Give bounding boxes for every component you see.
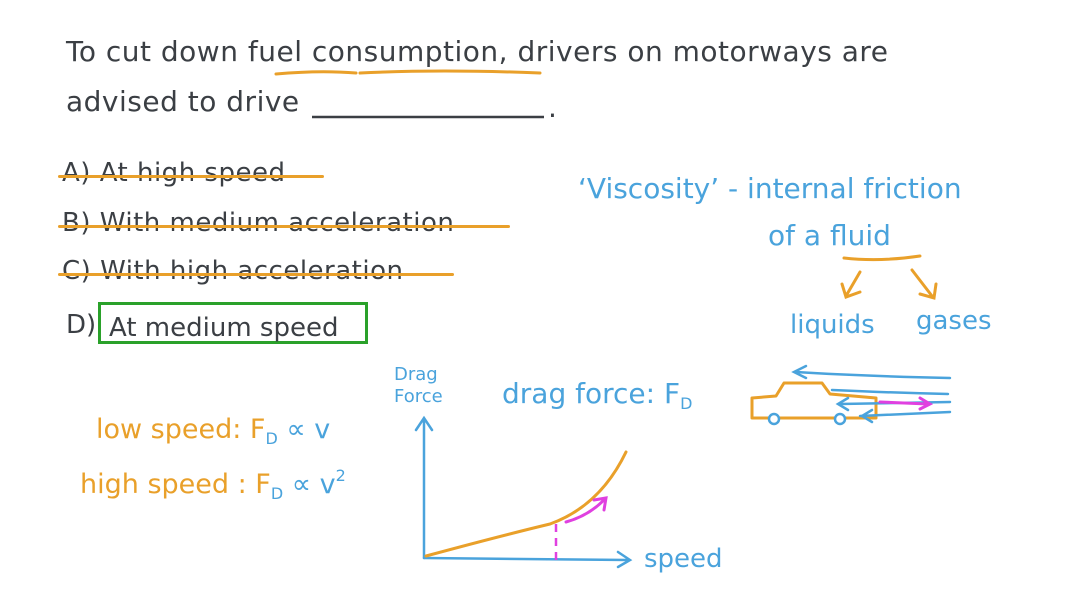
- viscosity-definition: ‘Viscosity’ - internal friction: [578, 172, 962, 205]
- high-speed-subscript: D: [270, 484, 284, 503]
- question-suffix: , drivers on motorways are: [498, 35, 889, 68]
- question-line-2: advised to drive: [66, 88, 300, 116]
- option-b: B) With medium acceleration: [62, 208, 455, 238]
- arrow-to-gases: [910, 268, 938, 300]
- graph-y-label-line2: Force: [394, 386, 443, 407]
- drag-force-subscript: D: [680, 394, 693, 413]
- gases-label: gases: [916, 306, 992, 336]
- option-d-text: At medium speed: [109, 313, 339, 343]
- option-d-letter: D): [66, 310, 97, 340]
- liquids-label: liquids: [790, 310, 875, 340]
- question-line-1: To cut down fuel consumption, drivers on…: [66, 38, 889, 66]
- drag-arrow: [878, 396, 934, 411]
- car-wheel-rear: [833, 412, 847, 426]
- strike-b: [58, 225, 510, 228]
- viscosity-fluid: of a fluid: [768, 219, 891, 252]
- underline-fluid: [842, 254, 922, 262]
- low-speed-prefix: low speed: F: [96, 414, 266, 445]
- option-c: C) With high acceleration: [62, 256, 404, 286]
- car-wheel-front: [767, 412, 781, 426]
- strike-c: [58, 273, 454, 276]
- question-end-dot: .: [548, 91, 557, 124]
- graph-y-axis: [414, 415, 434, 560]
- high-speed-relation: high speed : FD ∝ v2: [80, 468, 346, 502]
- airflow-lines: [794, 370, 952, 418]
- question-line2-text: advised to drive: [66, 85, 300, 118]
- airflow-arrowheads: [791, 364, 874, 424]
- low-speed-subscript: D: [265, 429, 278, 448]
- drag-force-text: drag force: F: [502, 377, 681, 410]
- option-a: A) At high speed: [62, 158, 286, 188]
- graph-x-axis: [422, 550, 633, 569]
- drag-force-label: drag force: FD: [502, 380, 692, 412]
- underline-fuel: [274, 70, 358, 76]
- car-body: [750, 381, 878, 420]
- graph-y-label-line1: Drag: [394, 364, 438, 385]
- rising-arrow: [564, 496, 608, 524]
- question-prefix: To cut down: [66, 35, 248, 68]
- high-speed-prefix: high speed : F: [80, 469, 271, 500]
- arrow-to-liquids: [840, 270, 862, 299]
- low-speed-suffix: ∝ v: [277, 414, 331, 445]
- strike-a: [58, 175, 324, 178]
- graph-x-label: speed: [644, 544, 723, 574]
- drag-curve: [424, 450, 628, 558]
- low-speed-relation: low speed: FD ∝ v: [96, 416, 330, 447]
- underline-consumption: [358, 69, 542, 75]
- high-speed-suffix: ∝ v: [283, 469, 336, 500]
- high-speed-superscript: 2: [335, 466, 346, 485]
- answer-box: At medium speed: [98, 302, 368, 344]
- question-highlight: fuel consumption: [247, 35, 499, 68]
